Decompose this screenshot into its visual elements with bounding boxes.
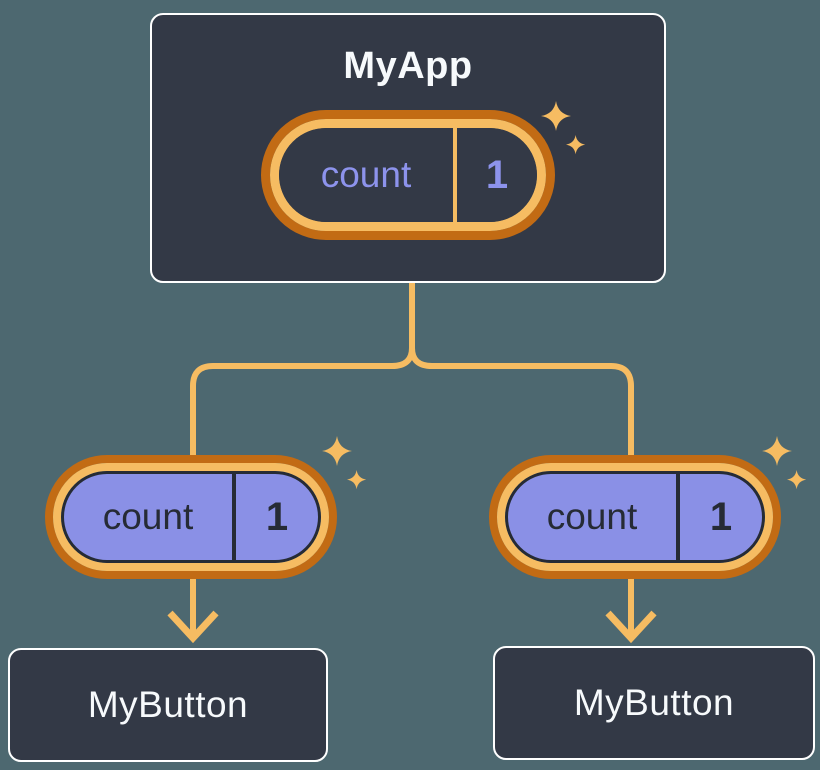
sparkle-icon bbox=[322, 436, 367, 490]
prop-name: count bbox=[546, 496, 638, 537]
mybutton-node-title: MyButton bbox=[87, 684, 249, 725]
prop-value: 1 bbox=[709, 494, 733, 539]
state-pill-ring: count 1 bbox=[270, 119, 546, 231]
state-name: count bbox=[320, 154, 412, 195]
prop-pill-body: count 1 bbox=[61, 471, 321, 563]
prop-pill-right: count 1 bbox=[489, 455, 781, 579]
prop-pill-ring: count 1 bbox=[497, 463, 773, 571]
prop-pill-left: count 1 bbox=[45, 455, 337, 579]
state-pill-body: count 1 bbox=[279, 128, 537, 222]
prop-value: 1 bbox=[265, 494, 289, 539]
sparkle-icon bbox=[541, 101, 586, 155]
pill-divider bbox=[676, 474, 680, 560]
mybutton-node-left: MyButton bbox=[8, 648, 328, 762]
state-pill: count 1 bbox=[261, 110, 555, 240]
arrow-down-icon-right bbox=[605, 610, 657, 644]
prop-name: count bbox=[102, 496, 194, 537]
mybutton-node-right: MyButton bbox=[493, 646, 815, 760]
sparkle-icon bbox=[762, 436, 807, 490]
branch-line-right bbox=[409, 283, 634, 634]
state-value: 1 bbox=[485, 152, 509, 197]
pill-divider bbox=[453, 128, 457, 222]
pill-divider bbox=[232, 474, 236, 560]
myapp-node-title: MyApp bbox=[343, 45, 473, 87]
prop-pill-body: count 1 bbox=[505, 471, 765, 563]
prop-pill-ring: count 1 bbox=[53, 463, 329, 571]
mybutton-node-title: MyButton bbox=[573, 682, 735, 723]
arrow-down-icon-left bbox=[167, 610, 219, 644]
